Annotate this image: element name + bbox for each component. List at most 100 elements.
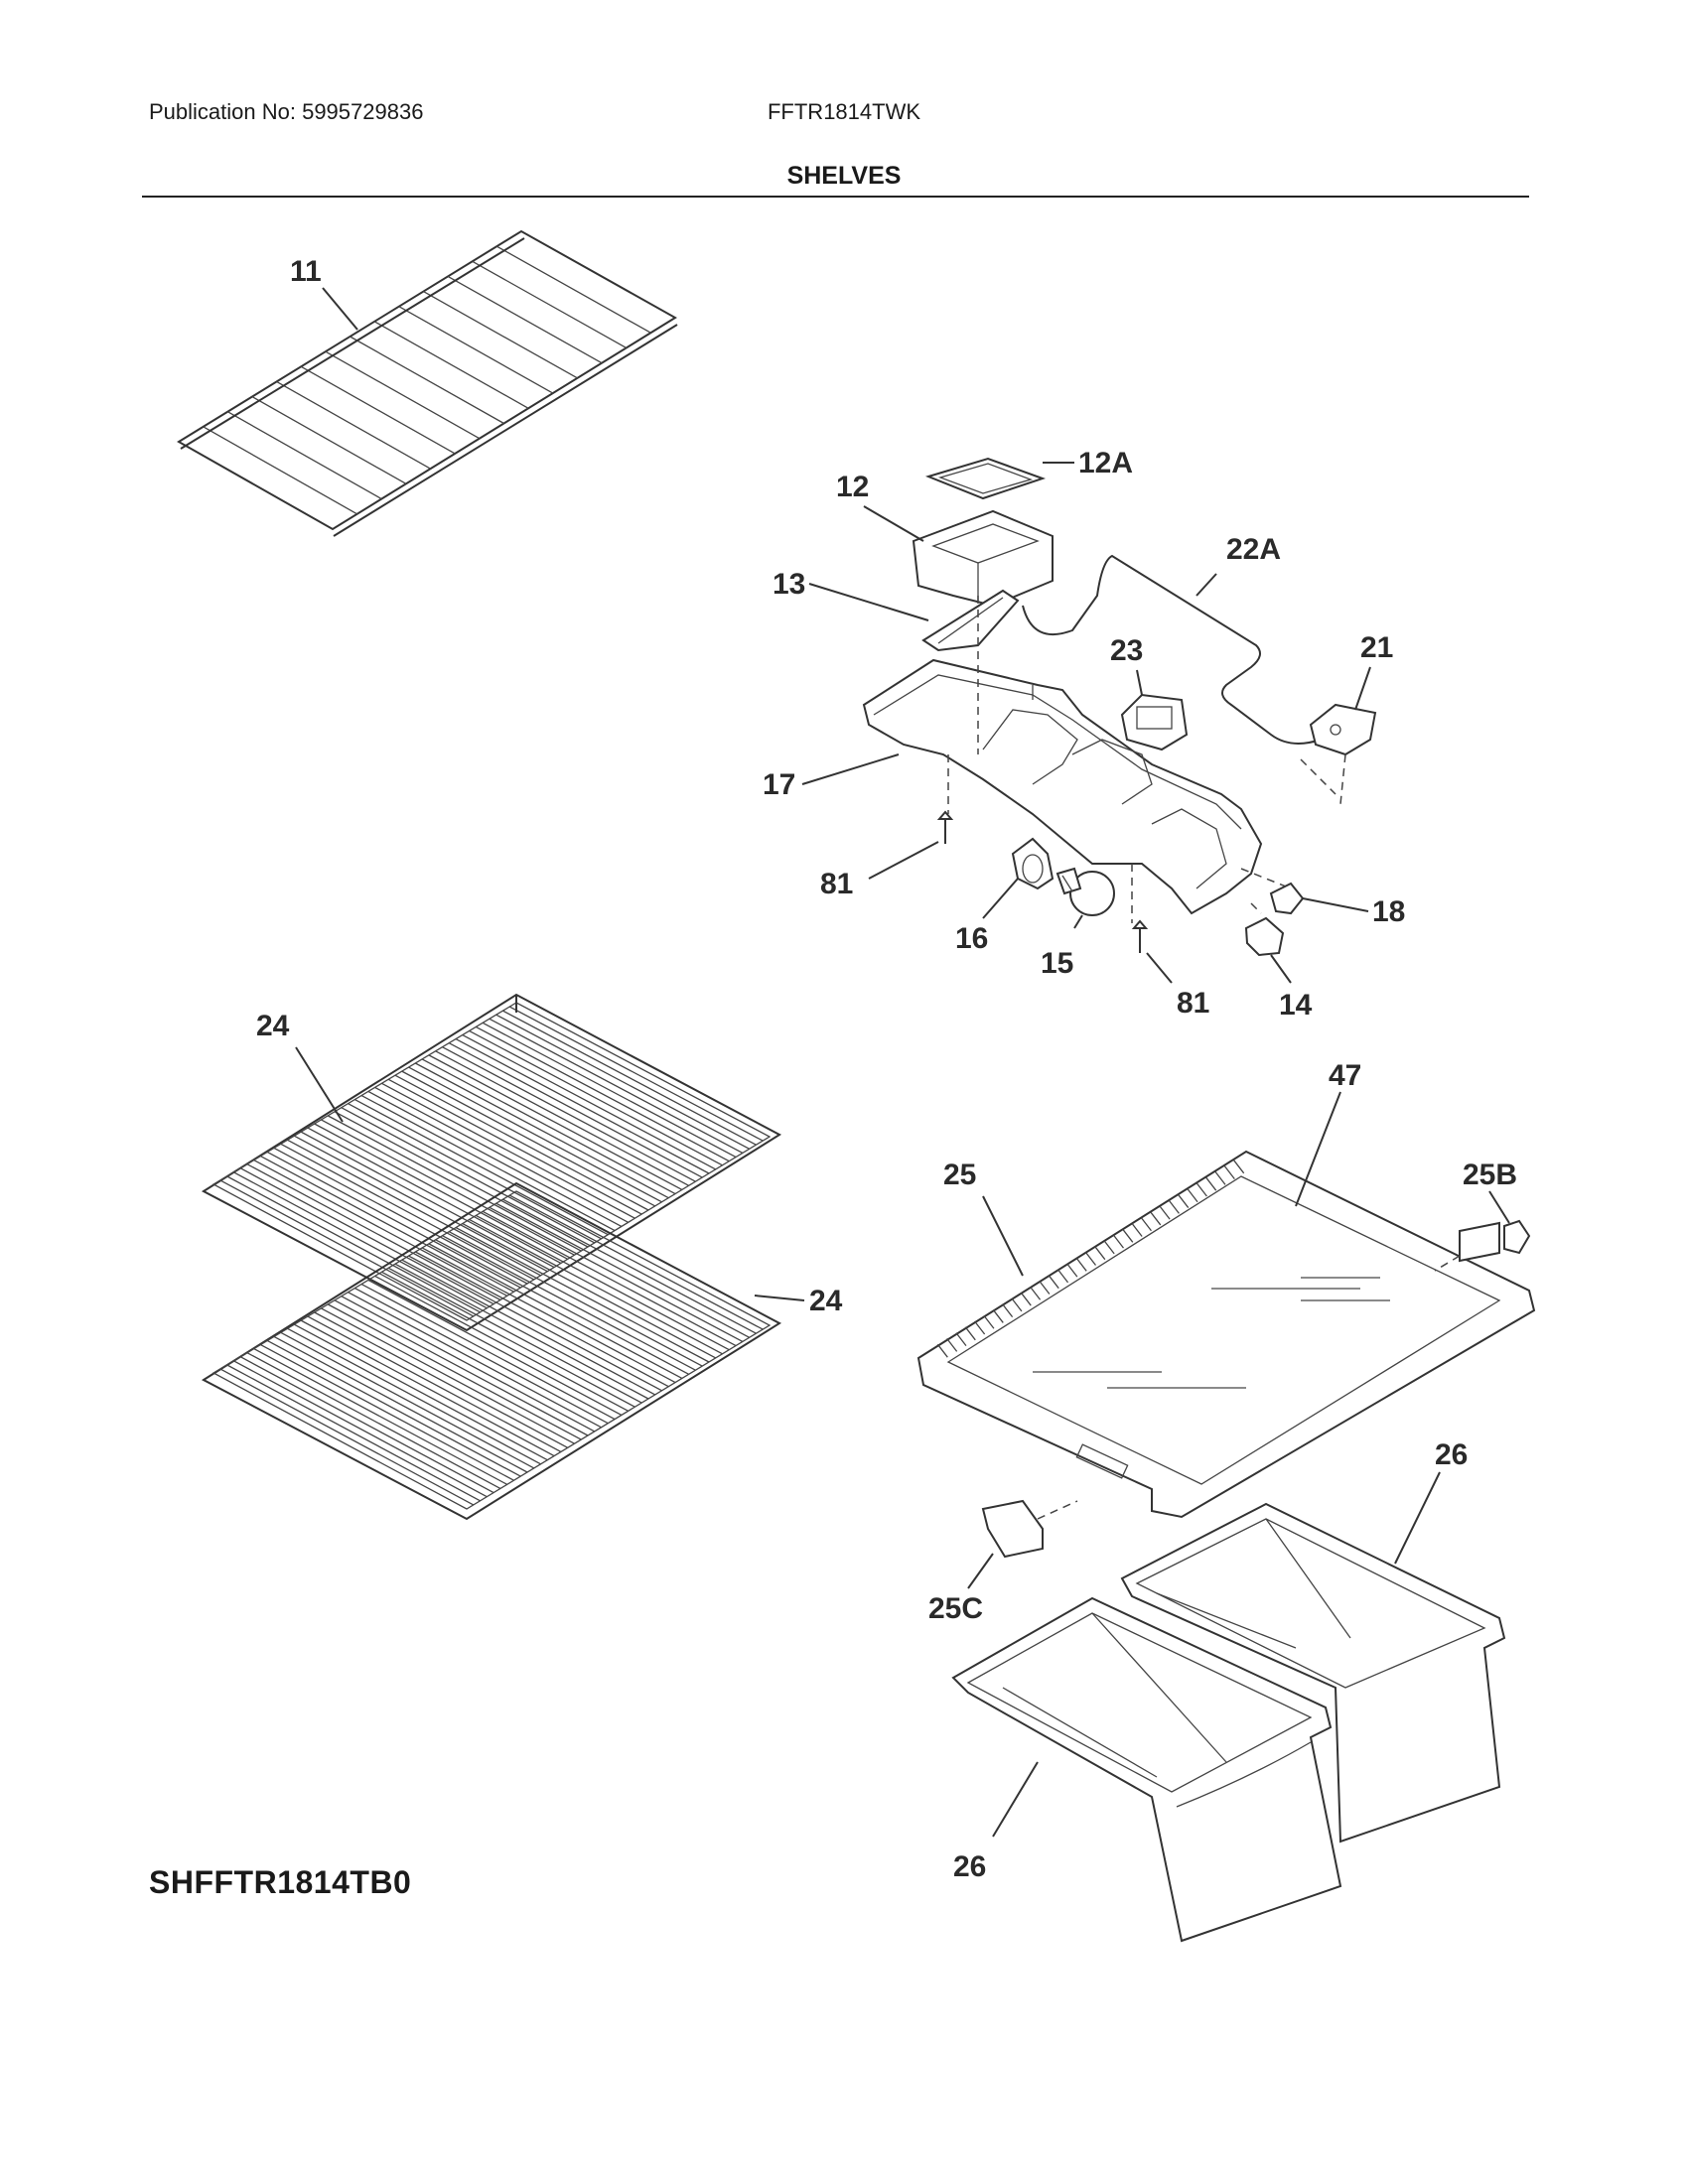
shelf-rib <box>360 1283 616 1421</box>
leader-26-front <box>992 1761 1039 1838</box>
callout-11: 11 <box>290 255 322 288</box>
vent-slot <box>1011 1297 1023 1312</box>
wire-harness-22a[interactable] <box>1022 554 1322 745</box>
shelf-rib <box>374 1086 629 1223</box>
shelf-rib <box>394 1263 649 1400</box>
freezer-wire-shelf[interactable] <box>177 229 678 537</box>
bracket-13[interactable] <box>921 589 1020 652</box>
shelf-rib <box>423 291 578 379</box>
shelf-rib <box>260 1343 514 1481</box>
shelf-rib <box>387 1078 642 1215</box>
vent-slot <box>936 1343 948 1358</box>
vent-slot <box>1159 1205 1171 1220</box>
leader-26-back <box>1394 1471 1441 1565</box>
shelf-rib <box>233 1360 488 1498</box>
callout-12: 12 <box>836 471 869 503</box>
leader-24-lower <box>754 1295 805 1301</box>
callout-17: 17 <box>763 768 795 801</box>
shelf-rib <box>327 1303 582 1440</box>
wire-shelf-24-lower[interactable] <box>202 1181 781 1521</box>
vent-slot <box>1214 1170 1226 1185</box>
vent-slot <box>1233 1160 1245 1174</box>
callout-13: 13 <box>773 568 805 601</box>
callout-12a: 12A <box>1078 447 1133 479</box>
shelf-rib <box>394 1074 649 1211</box>
screw-81-right[interactable] <box>1131 919 1149 953</box>
shelf-rib <box>273 1147 528 1285</box>
shelf-rib <box>428 1054 683 1191</box>
diagram-code: SHFFTR1814TB0 <box>149 1864 412 1900</box>
vent-slot <box>1094 1246 1106 1261</box>
shelf-rib <box>447 275 603 364</box>
shelf-rib <box>321 1307 575 1444</box>
shelf-rib <box>462 1222 717 1359</box>
leader-23 <box>1136 669 1143 696</box>
screw-81-left[interactable] <box>936 810 954 844</box>
shelf-rib <box>273 1335 528 1473</box>
callout-23: 23 <box>1110 634 1143 667</box>
bracket-25b[interactable] <box>1459 1219 1531 1263</box>
filter-12a[interactable] <box>924 457 1047 500</box>
vent-slot <box>1112 1234 1124 1249</box>
crisper-drawer-26-front[interactable] <box>951 1596 1342 1943</box>
shelf-rib <box>314 1311 568 1448</box>
leader-21 <box>1354 666 1371 711</box>
leader-15 <box>1073 914 1083 929</box>
shelf-rib <box>495 1014 750 1150</box>
housing-12[interactable] <box>912 509 1054 608</box>
vent-slot <box>1048 1275 1059 1290</box>
callout-18: 18 <box>1372 895 1405 928</box>
shelf-rib <box>294 1135 548 1273</box>
callout-26-back: 26 <box>1435 1438 1468 1471</box>
knob-18[interactable] <box>1269 882 1305 915</box>
socket-16[interactable] <box>1011 837 1055 890</box>
shelf-rib <box>448 1231 703 1367</box>
shelf-rib <box>489 1018 744 1155</box>
shelf-rib <box>502 1010 757 1146</box>
callout-26-front: 26 <box>953 1850 986 1883</box>
callout-25b: 25B <box>1463 1159 1517 1191</box>
switch-21[interactable] <box>1309 703 1377 756</box>
guide-25b <box>1434 1255 1461 1272</box>
glass-shelf-25[interactable] <box>916 1150 1536 1519</box>
shelf-rib <box>300 1131 555 1269</box>
shelf-rib <box>341 1107 596 1244</box>
shelf-rib <box>373 321 529 409</box>
shelf-rib <box>502 1198 757 1334</box>
shelf-rib <box>226 1364 481 1502</box>
switch-14[interactable] <box>1244 916 1285 957</box>
leader-81-left <box>868 841 939 880</box>
shelf-rib <box>381 1082 635 1219</box>
wire-shelf-24-upper[interactable] <box>202 993 781 1332</box>
shelf-rib <box>367 1090 623 1228</box>
vent-slot <box>1057 1269 1069 1284</box>
page-title: SHELVES <box>786 162 902 190</box>
shelf-rib <box>321 1119 575 1256</box>
control-23[interactable] <box>1120 693 1189 751</box>
shelf-rib <box>472 260 628 348</box>
shelf-rib <box>401 1259 656 1396</box>
light-housing-17[interactable] <box>862 658 1263 915</box>
callout-14: 14 <box>1279 989 1313 1022</box>
shelf-rib <box>469 1029 723 1166</box>
callout-47: 47 <box>1329 1059 1361 1092</box>
shelf-rib <box>341 1296 596 1433</box>
bracket-25c[interactable] <box>981 1499 1044 1559</box>
callout-25: 25 <box>943 1159 976 1191</box>
shelf-rib <box>462 1033 717 1170</box>
shelf-rib <box>246 1163 501 1301</box>
shelf-rib <box>482 1210 737 1347</box>
leader-25b <box>1488 1190 1510 1224</box>
vent-slot <box>1168 1199 1180 1214</box>
shelf-rib <box>360 1094 616 1232</box>
bulb-15[interactable] <box>1055 867 1115 916</box>
leader-24-upper <box>295 1046 344 1123</box>
shelf-rib <box>287 1327 541 1465</box>
shelf-rib <box>374 1275 629 1412</box>
shelf-rib <box>401 1070 656 1207</box>
callout-16: 16 <box>955 922 988 955</box>
crisper-drawer-26-back[interactable] <box>1120 1502 1506 1843</box>
shelf-rib <box>415 1251 669 1388</box>
shelf-rib <box>495 1202 750 1338</box>
